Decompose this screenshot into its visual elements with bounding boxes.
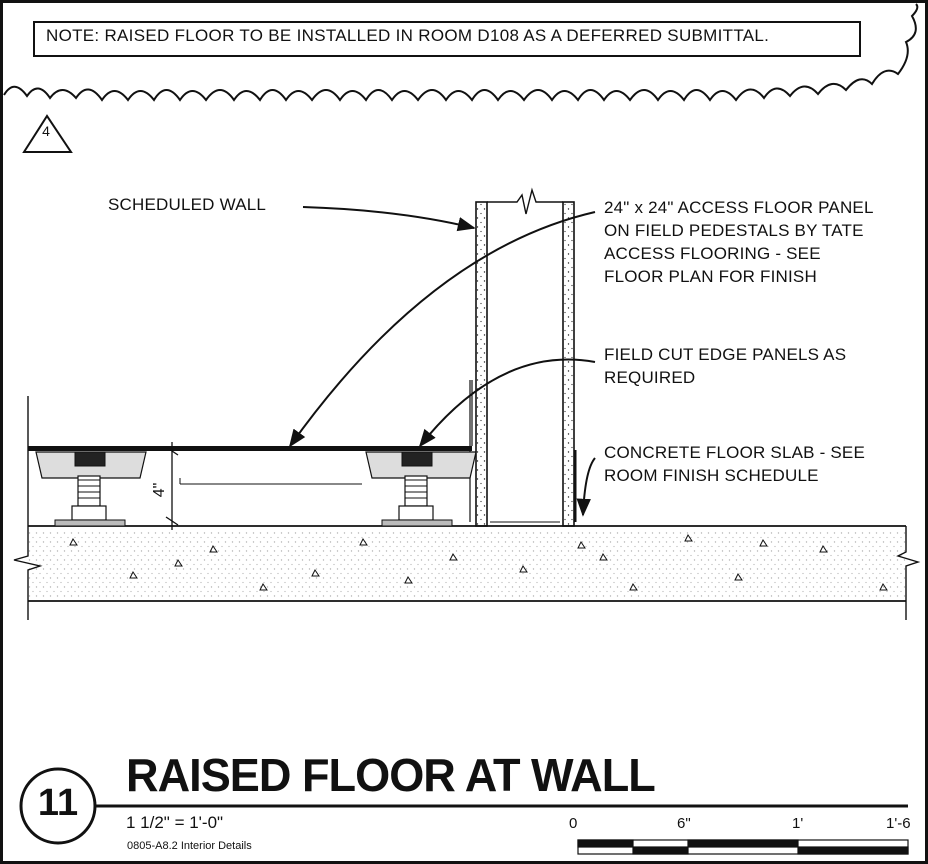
leader-lines [288, 206, 596, 517]
callout-access-panel-line1: 24" x 24" ACCESS FLOOR PANEL [604, 198, 874, 217]
scale-tick-1ft: 1' [792, 815, 804, 832]
detail-number-circle [19, 767, 97, 845]
revision-triangle-icon [22, 114, 73, 153]
drawing-scale: 1 1/2" = 1'-0" [126, 813, 224, 832]
callout-access-panel-line3: ACCESS FLOORING - SEE [604, 244, 821, 263]
graphic-scale-bar [577, 839, 909, 855]
revision-number: 4 [42, 123, 50, 139]
dimension-label: 4" [151, 483, 168, 498]
height-dimension [165, 442, 179, 530]
callout-edge-panels-line2: REQUIRED [604, 368, 696, 387]
drawing-title: RAISED FLOOR AT WALL [126, 749, 656, 801]
callout-scheduled-wall: SCHEDULED WALL [108, 195, 267, 214]
concrete-slab [13, 525, 921, 620]
scheduled-wall [469, 187, 577, 527]
scale-tick-0: 0 [569, 815, 578, 832]
access-floor-panel [27, 380, 473, 526]
pedestal-right [365, 451, 477, 527]
pedestal-left [35, 451, 147, 527]
callout-slab-line1: CONCRETE FLOOR SLAB - SEE [604, 443, 865, 462]
revision-cloud [3, 3, 919, 102]
sheet-reference: 0805-A8.2 Interior Details [127, 840, 252, 852]
callout-edge-panels-line1: FIELD CUT EDGE PANELS AS [604, 345, 847, 364]
scale-tick-6in: 6" [677, 815, 691, 832]
note-box [33, 21, 861, 57]
stringer [179, 478, 362, 485]
callout-access-panel-line2: ON FIELD PEDESTALS BY TATE [604, 221, 864, 240]
callout-slab-line2: ROOM FINISH SCHEDULE [604, 466, 819, 485]
scale-tick-1ft6: 1'-6 [886, 815, 911, 832]
deferred-submittal-note: NOTE: RAISED FLOOR TO BE INSTALLED IN RO… [46, 26, 770, 45]
callout-access-panel-line4: FLOOR PLAN FOR FINISH [604, 267, 817, 286]
detail-number: 11 [37, 782, 79, 824]
